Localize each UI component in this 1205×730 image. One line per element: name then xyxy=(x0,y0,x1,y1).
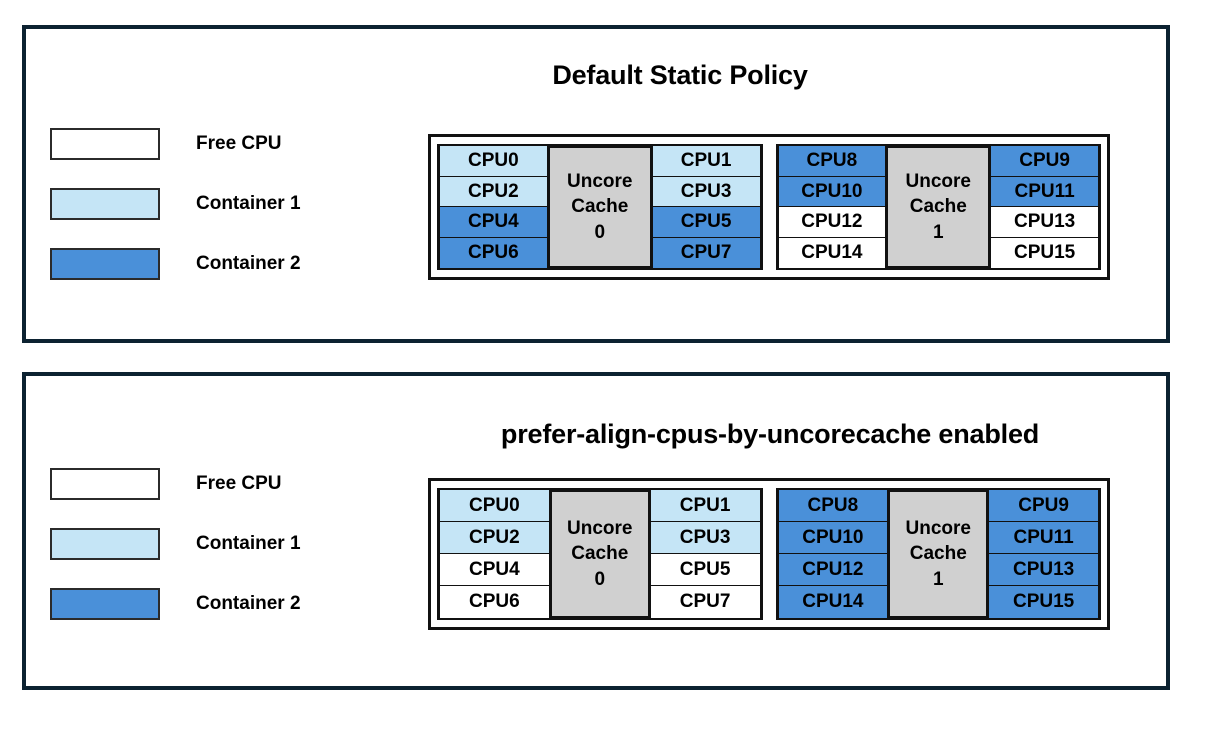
uncore-label-line1: Uncore xyxy=(905,518,971,540)
legend-label-free-cpu: Free CPU xyxy=(196,473,282,494)
uncore-cache-block: Uncore Cache 1 xyxy=(888,490,989,618)
legend-bottom: Free CPU Container 1 Container 2 xyxy=(50,468,380,620)
cpu-cell: CPU10 xyxy=(777,175,887,208)
legend-item-container-1: Container 1 xyxy=(50,528,380,560)
uncore-label-line1: Uncore xyxy=(567,171,633,193)
uncore-label-line2: Cache xyxy=(571,543,629,565)
cpu-cell: CPU3 xyxy=(651,175,761,208)
cpu-cell: CPU8 xyxy=(777,489,889,523)
legend-label-container-1: Container 1 xyxy=(196,533,301,554)
cpu-column-right: CPU9 CPU11 CPU13 CPU15 xyxy=(988,489,1099,619)
cpu-cell: CPU9 xyxy=(988,489,1099,523)
cpu-cell: CPU11 xyxy=(990,175,1099,208)
uncore-index: 0 xyxy=(594,568,606,590)
legend-label-container-2: Container 2 xyxy=(196,593,301,614)
cpu-column-left: CPU0 CPU2 CPU4 CPU6 xyxy=(439,489,550,619)
uncore-label-line1: Uncore xyxy=(567,518,633,540)
legend-swatch-container-2 xyxy=(50,588,160,620)
cpu-cell: CPU1 xyxy=(649,489,761,523)
cpu-cell: CPU13 xyxy=(988,553,1099,587)
cpu-cell: CPU1 xyxy=(651,145,761,178)
legend-swatch-free-cpu xyxy=(50,468,160,500)
cpu-cell: CPU3 xyxy=(649,521,761,555)
cpu-cell: CPU13 xyxy=(990,206,1099,239)
legend-item-free-cpu: Free CPU xyxy=(50,128,380,160)
legend-item-free-cpu: Free CPU xyxy=(50,468,380,500)
legend-swatch-container-1 xyxy=(50,528,160,560)
cpu-topology-grid-bottom: CPU0 CPU2 CPU4 CPU6 Uncore Cache 0 CPU1 … xyxy=(428,478,1110,630)
legend-item-container-2: Container 2 xyxy=(50,248,380,280)
legend-top: Free CPU Container 1 Container 2 xyxy=(50,128,380,280)
legend-swatch-container-1 xyxy=(50,188,160,220)
uncore-label-line1: Uncore xyxy=(905,171,971,193)
cpu-cell: CPU6 xyxy=(439,236,548,269)
socket-uncore-cache-1: CPU8 CPU10 CPU12 CPU14 Uncore Cache 1 CP… xyxy=(775,488,1101,620)
cpu-cell: CPU9 xyxy=(990,145,1099,178)
uncore-index: 0 xyxy=(594,221,606,243)
uncore-index: 1 xyxy=(932,221,944,243)
uncore-label-line2: Cache xyxy=(909,543,967,565)
legend-item-container-2: Container 2 xyxy=(50,588,380,620)
cpu-cell: CPU0 xyxy=(439,145,548,178)
cpu-cell: CPU5 xyxy=(649,553,761,587)
cpu-cell: CPU10 xyxy=(777,521,889,555)
socket-uncore-cache-0: CPU0 CPU2 CPU4 CPU6 Uncore Cache 0 CPU1 … xyxy=(437,488,763,620)
cpu-cell: CPU15 xyxy=(988,585,1099,619)
cpu-topology-grid-top: CPU0 CPU2 CPU4 CPU6 Uncore Cache 0 CPU1 … xyxy=(428,134,1110,280)
cpu-cell: CPU0 xyxy=(439,489,550,523)
cpu-cell: CPU14 xyxy=(777,236,887,269)
socket-uncore-cache-0: CPU0 CPU2 CPU4 CPU6 Uncore Cache 0 CPU1 … xyxy=(437,144,763,270)
cpu-cell: CPU12 xyxy=(777,553,889,587)
legend-label-container-2: Container 2 xyxy=(196,253,301,274)
uncore-index: 1 xyxy=(932,568,944,590)
legend-item-container-1: Container 1 xyxy=(50,188,380,220)
legend-swatch-container-2 xyxy=(50,248,160,280)
cpu-column-left: CPU8 CPU10 CPU12 CPU14 xyxy=(777,145,887,269)
legend-label-free-cpu: Free CPU xyxy=(196,133,282,154)
uncore-cache-block: Uncore Cache 0 xyxy=(547,146,652,268)
cpu-cell: CPU12 xyxy=(777,206,887,239)
cpu-column-left: CPU8 CPU10 CPU12 CPU14 xyxy=(777,489,889,619)
cpu-cell: CPU7 xyxy=(649,585,761,619)
cpu-cell: CPU4 xyxy=(439,553,550,587)
cpu-column-right: CPU1 CPU3 CPU5 CPU7 xyxy=(649,489,761,619)
uncore-cache-block: Uncore Cache 0 xyxy=(549,490,650,618)
cpu-cell: CPU4 xyxy=(439,206,548,239)
page-title-bottom: prefer-align-cpus-by-uncorecache enabled xyxy=(500,419,1040,449)
cpu-cell: CPU15 xyxy=(990,236,1099,269)
cpu-column-left: CPU0 CPU2 CPU4 CPU6 xyxy=(439,145,548,269)
cpu-cell: CPU14 xyxy=(777,585,889,619)
cpu-cell: CPU7 xyxy=(651,236,761,269)
uncore-label-line2: Cache xyxy=(571,196,629,218)
socket-uncore-cache-1: CPU8 CPU10 CPU12 CPU14 Uncore Cache 1 CP… xyxy=(775,144,1101,270)
cpu-cell: CPU11 xyxy=(988,521,1099,555)
legend-swatch-free-cpu xyxy=(50,128,160,160)
cpu-column-right: CPU1 CPU3 CPU5 CPU7 xyxy=(651,145,761,269)
cpu-column-right: CPU9 CPU11 CPU13 CPU15 xyxy=(990,145,1099,269)
cpu-cell: CPU2 xyxy=(439,521,550,555)
uncore-label-line2: Cache xyxy=(909,196,967,218)
cpu-cell: CPU2 xyxy=(439,175,548,208)
legend-label-container-1: Container 1 xyxy=(196,193,301,214)
cpu-cell: CPU5 xyxy=(651,206,761,239)
page-title-top: Default Static Policy xyxy=(552,60,808,90)
cpu-cell: CPU6 xyxy=(439,585,550,619)
uncore-cache-block: Uncore Cache 1 xyxy=(886,146,991,268)
cpu-cell: CPU8 xyxy=(777,145,887,178)
